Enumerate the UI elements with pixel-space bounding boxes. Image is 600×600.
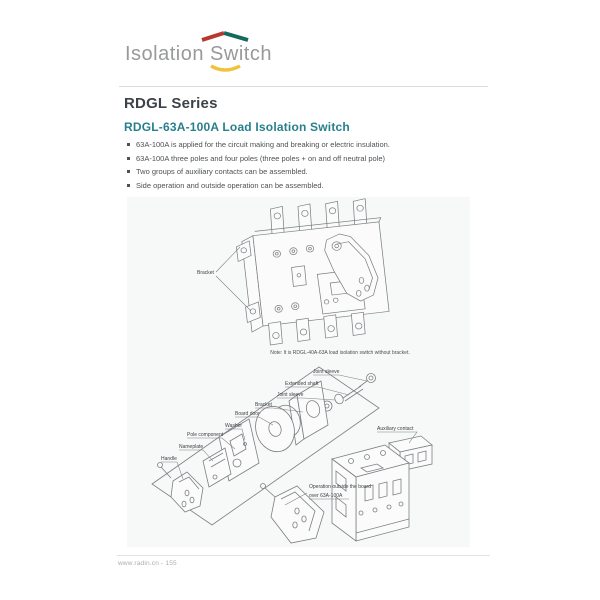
operation-note-line1: Operation outside the board	[309, 484, 371, 490]
bracket-callout: Bracket	[197, 246, 252, 312]
bottom-terminal-tabs	[268, 311, 366, 346]
nameplate-label: Nameplate	[179, 444, 203, 450]
exploded-view-drawing: Joint sleeve Extended shaft Joint sleeve…	[151, 366, 433, 544]
washer-label: Washer	[225, 423, 242, 429]
shield-green-stroke	[223, 31, 249, 42]
bracket-label: Bracket	[255, 402, 273, 408]
header-divider	[119, 86, 488, 87]
footer-page-info: www.radin.cn - 155	[118, 560, 177, 567]
feature-item: Two groups of auxiliary contacts can be …	[127, 168, 390, 176]
feature-item: 63A-100A three poles and four poles (thr…	[127, 154, 390, 163]
logo-wordmark: Isolation Switch	[125, 43, 272, 65]
top-terminal-tabs	[270, 198, 368, 238]
switch-handle	[324, 233, 379, 302]
footer-divider	[117, 555, 490, 556]
diagram-note: Note: It is RDGL-40A-63A load isolation …	[270, 350, 410, 356]
side-bracket	[235, 235, 264, 333]
operation-note-line2: over 63A-100A	[309, 493, 343, 499]
exploded-switch-body	[331, 444, 410, 542]
exploded-bracket	[288, 380, 329, 446]
exploded-handle	[157, 462, 204, 513]
product-subtitle: RDGL-63A-100A Load Isolation Switch	[124, 120, 350, 134]
bracket-label: Bracket	[197, 270, 215, 276]
shaft-assembly	[321, 373, 376, 412]
handle-label: Handle	[161, 456, 177, 462]
feature-item: 63A-100A is applied for the circuit maki…	[127, 141, 390, 149]
joint-sleeve-top-label: Joint sleeve	[313, 369, 340, 375]
board-plane	[151, 366, 380, 526]
exploded-callouts: Joint sleeve Extended shaft Joint sleeve…	[161, 369, 418, 506]
shield-red-stroke	[201, 31, 225, 42]
feature-list: 63A-100A is applied for the circuit maki…	[127, 141, 390, 195]
outside-operation-handle	[260, 483, 325, 544]
joint-sleeve-label: Joint sleeve	[277, 392, 304, 398]
diagram-panel: Bracket Note: It is RDGL-40A-63A load is…	[127, 197, 470, 547]
logo-shield-icon	[201, 31, 249, 72]
pole-component-label: Pole component	[187, 432, 224, 438]
auxiliary-contact-label: Auxiliary contact	[377, 426, 414, 432]
extended-shaft-label: Extended shaft	[285, 381, 319, 387]
technical-diagrams: Bracket Note: It is RDGL-40A-63A load is…	[151, 198, 433, 544]
board-door-label: Board door	[235, 411, 260, 417]
shield-yellow-stroke	[210, 64, 241, 72]
assembled-switch-drawing	[235, 198, 390, 346]
page-title: RDGL Series	[124, 95, 218, 112]
feature-item: Side operation and outside operation can…	[127, 181, 390, 190]
exploded-board-door	[255, 404, 301, 453]
